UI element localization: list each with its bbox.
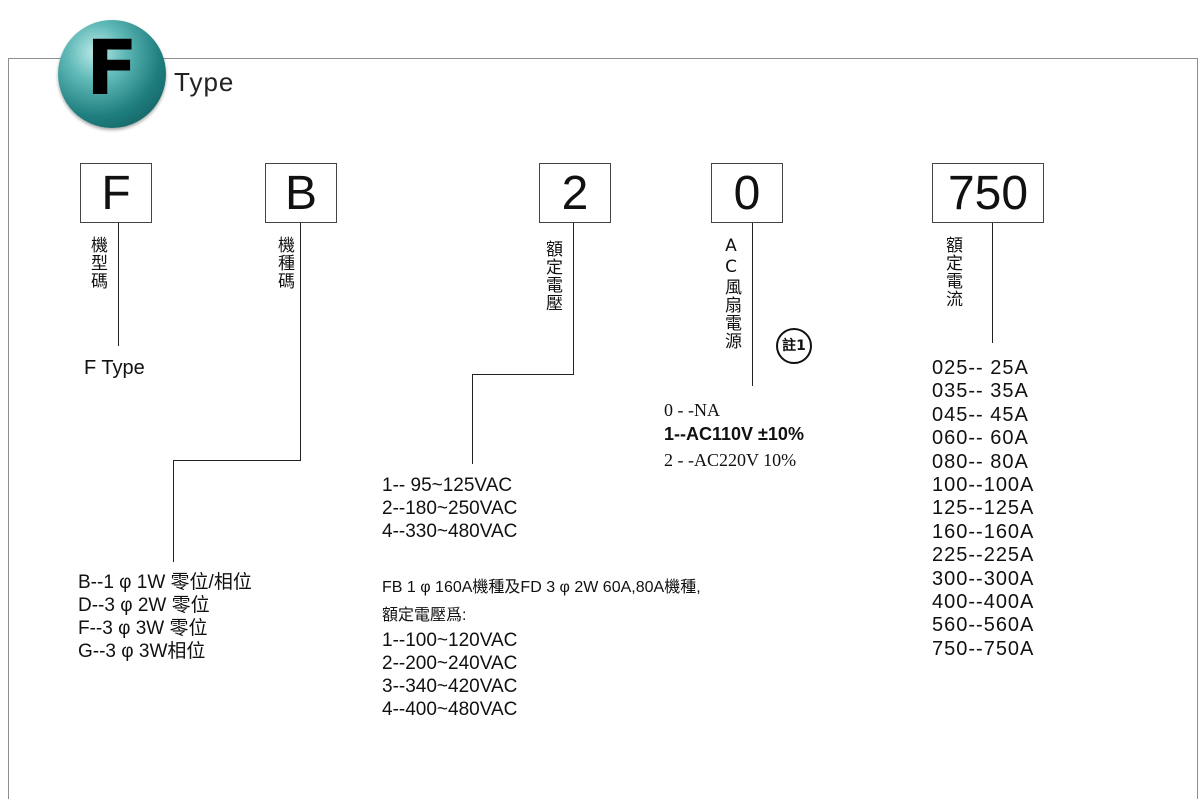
list-item: 160--160A bbox=[932, 520, 1035, 543]
fan-option-220v: 2 - -AC220V 10% bbox=[664, 450, 797, 470]
voltage-note-option-list: 1--100~120VAC 2--200~240VAC 3--340~420VA… bbox=[382, 629, 517, 721]
list-item: 400--400A bbox=[932, 590, 1035, 613]
type-badge: F bbox=[58, 20, 166, 128]
connector-machine-drop bbox=[173, 460, 174, 562]
badge-letter: F bbox=[86, 23, 138, 112]
voltage-note-line1: FB 1 φ 160A機種及FD 3 φ 2W 60A,80A機種, bbox=[382, 579, 701, 596]
list-item: 125--125A bbox=[932, 497, 1035, 520]
list-item: 100--100A bbox=[932, 473, 1035, 496]
code-box-model: F bbox=[80, 163, 152, 223]
list-item: F--3 φ 3W 零位 bbox=[78, 618, 208, 639]
list-item: 225--225A bbox=[932, 544, 1035, 567]
list-item: 4--330~480VAC bbox=[382, 521, 518, 542]
connector-current bbox=[992, 223, 993, 343]
list-item: 750--750A bbox=[932, 637, 1035, 660]
list-item: 1--100~120VAC bbox=[382, 630, 518, 651]
connector-machine-vertical bbox=[300, 223, 301, 460]
list-item: 3--340~420VAC bbox=[382, 676, 518, 697]
list-item: 4--400~480VAC bbox=[382, 699, 518, 720]
fan-option-110v: 1--AC110V ±10% bbox=[664, 424, 804, 444]
list-item: 060-- 60A bbox=[932, 427, 1029, 450]
connector-fan bbox=[752, 223, 753, 386]
machine-type-list: B--1 φ 1W 零位/相位 D--3 φ 2W 零位 F--3 φ 3W 零… bbox=[78, 571, 252, 663]
label-fan-power: AC風扇電源 bbox=[721, 236, 741, 350]
list-item: 035-- 35A bbox=[932, 380, 1029, 403]
label-rated-current: 額定電流 bbox=[942, 236, 962, 308]
list-item: 560--560A bbox=[932, 614, 1035, 637]
code-box-fan-power: 0 bbox=[711, 163, 783, 223]
frame-right bbox=[1197, 58, 1198, 799]
frame-left bbox=[8, 58, 9, 799]
connector-voltage-vertical bbox=[573, 223, 574, 375]
current-option-list: 025-- 25A 035-- 35A 045-- 45A 060-- 60A … bbox=[932, 357, 1034, 661]
list-item: 045-- 45A bbox=[932, 403, 1029, 426]
list-item: 2--200~240VAC bbox=[382, 653, 518, 674]
list-item: 2--180~250VAC bbox=[382, 498, 518, 519]
fan-option-na: 0 - -NA bbox=[664, 400, 720, 420]
list-item: 1-- 95~125VAC bbox=[382, 475, 513, 496]
list-item: D--3 φ 2W 零位 bbox=[78, 595, 210, 616]
voltage-note-line2: 額定電壓爲: bbox=[382, 607, 467, 624]
list-item: G--3 φ 3W相位 bbox=[78, 641, 206, 662]
connector-voltage-drop bbox=[472, 374, 473, 464]
model-option: F Type bbox=[84, 357, 145, 379]
list-item: 300--300A bbox=[932, 567, 1035, 590]
label-machine-code: 機種碼 bbox=[274, 236, 294, 290]
code-box-machine-type: B bbox=[265, 163, 337, 223]
list-item: 080-- 80A bbox=[932, 450, 1029, 473]
list-item: B--1 φ 1W 零位/相位 bbox=[78, 572, 252, 593]
code-box-current: 750 bbox=[932, 163, 1044, 223]
connector-machine-horizontal bbox=[173, 460, 301, 461]
note-1-badge: 註1 bbox=[776, 328, 812, 364]
label-rated-voltage: 額定電壓 bbox=[542, 240, 562, 312]
frame-top-right bbox=[162, 58, 1198, 59]
label-model-code: 機型碼 bbox=[87, 236, 107, 290]
connector-voltage-horizontal bbox=[472, 374, 574, 375]
list-item: 025-- 25A bbox=[932, 357, 1029, 379]
voltage-option-list: 1-- 95~125VAC 2--180~250VAC 4--330~480VA… bbox=[382, 474, 517, 543]
frame-top-left bbox=[8, 58, 62, 59]
connector-model bbox=[118, 223, 119, 346]
code-box-voltage: 2 bbox=[539, 163, 611, 223]
page-title: Type bbox=[174, 67, 235, 97]
